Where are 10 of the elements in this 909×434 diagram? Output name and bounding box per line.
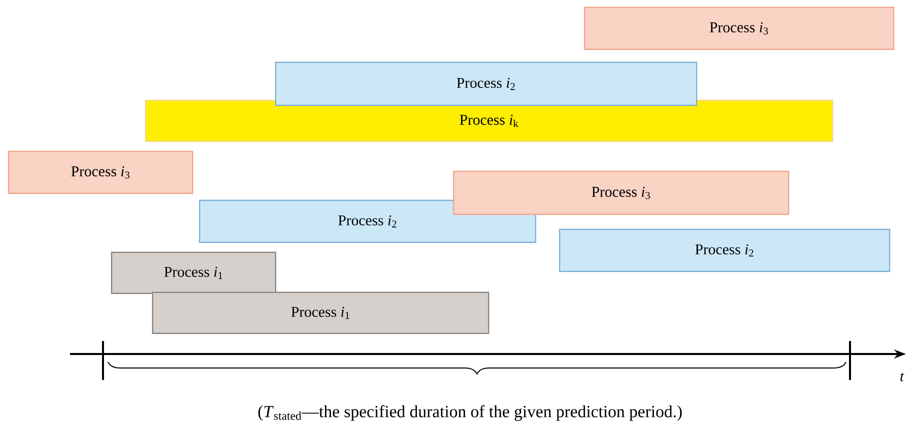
process-bar: Process i$_{3}$ (8, 150, 194, 194)
process-bar: Process i$_{2}$ (559, 228, 890, 272)
process-bar: Process i$_{2}$ (199, 200, 536, 243)
process-bar: Process i$_{2}$ (275, 62, 698, 106)
process-bar: Process i$_{3}$ (584, 6, 894, 50)
process-bar: Process i$_{3}$ (453, 170, 790, 215)
process-bar: Process i$_{k}$ (145, 100, 834, 142)
process-bar: Process i$_{1}$ (111, 252, 276, 294)
axis-label: t (900, 372, 904, 382)
caption: (T$_{stated}$—the specified duration of the given prediction period.) (258, 405, 682, 421)
